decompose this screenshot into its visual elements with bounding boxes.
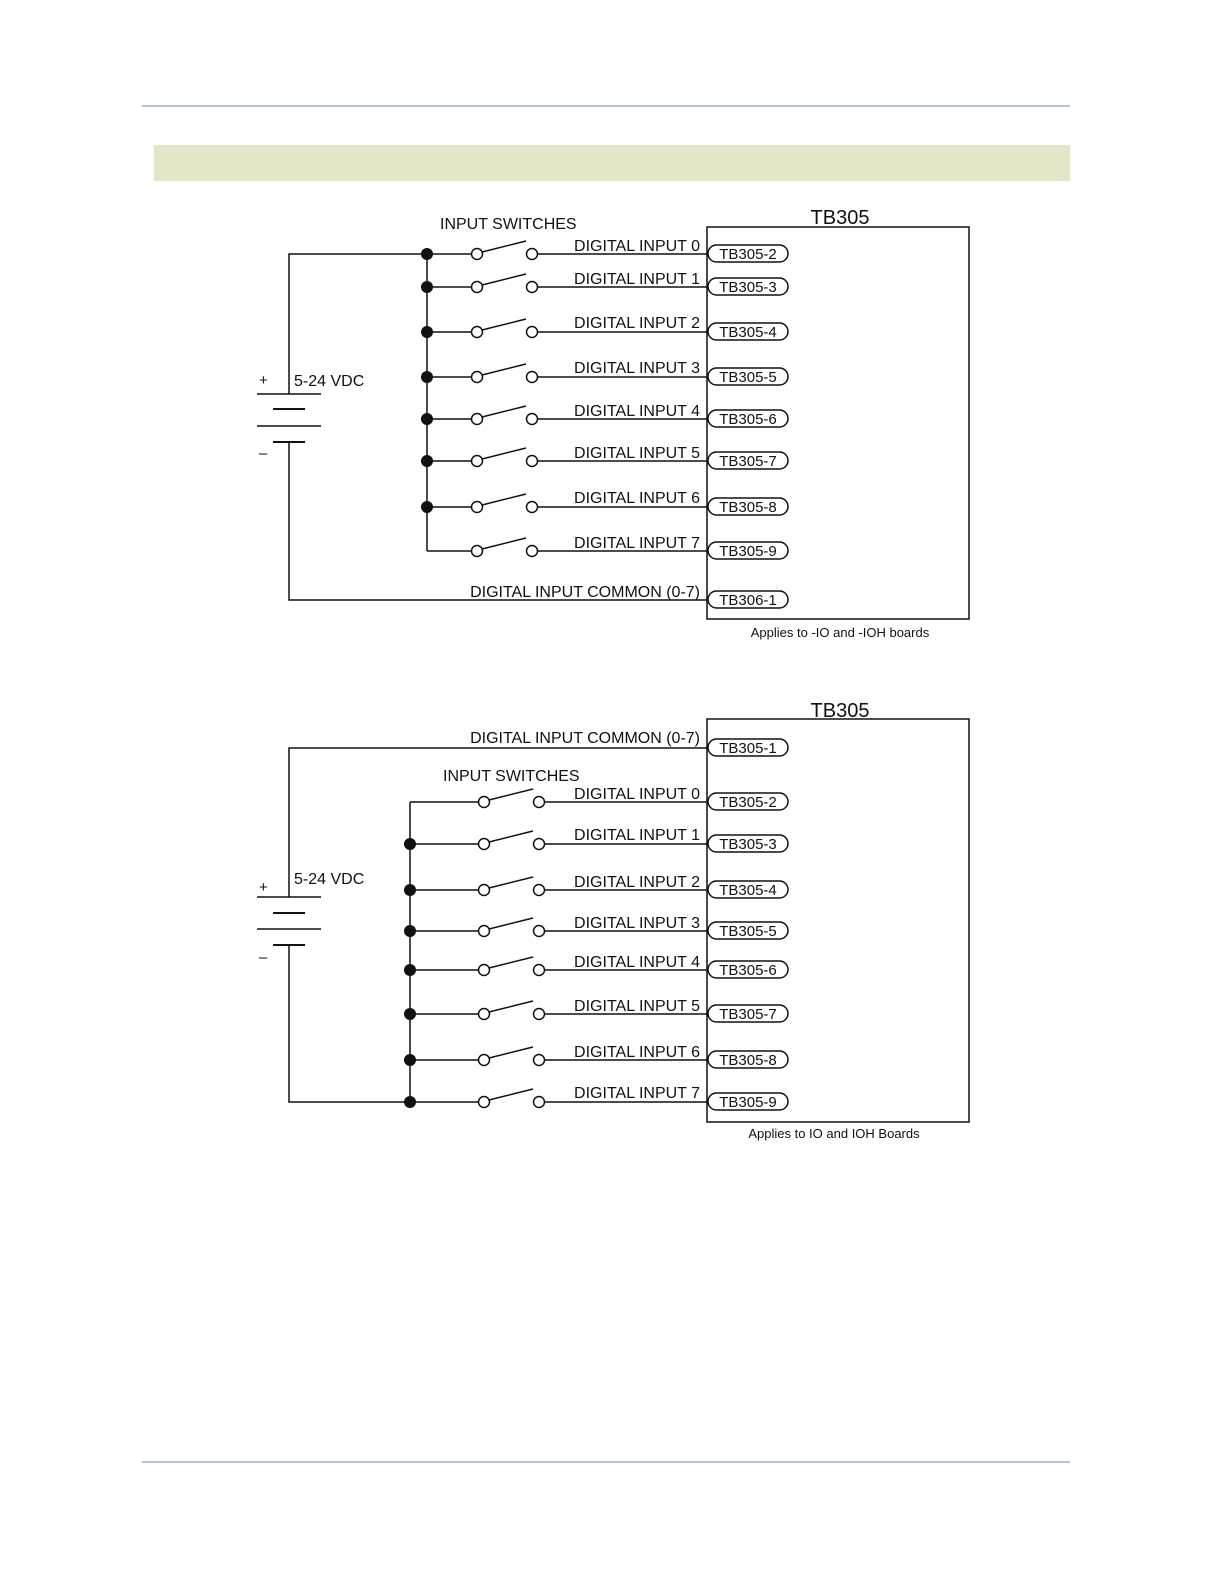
input-label: DIGITAL INPUT 4	[574, 954, 700, 971]
terminal-label: TB305-7	[719, 453, 777, 470]
terminal-label: TB305-5	[719, 923, 777, 940]
input-row-1	[410, 830, 789, 853]
terminal-label: TB305-7	[719, 1006, 777, 1023]
input-row-2	[410, 876, 789, 899]
section-header-band	[154, 145, 1070, 181]
input-switches-label: INPUT SWITCHES	[440, 216, 577, 233]
terminal-block-box	[706, 226, 970, 620]
input-row-6	[427, 493, 789, 516]
input-row-0	[410, 788, 789, 811]
input-label: DIGITAL INPUT 3	[574, 915, 700, 932]
input-label: DIGITAL INPUT 7	[574, 1085, 700, 1102]
input-label: DIGITAL INPUT 5	[574, 445, 700, 462]
input-label: DIGITAL INPUT 5	[574, 998, 700, 1015]
footer-rule	[142, 1461, 1070, 1463]
input-label: DIGITAL INPUT 0	[574, 238, 700, 255]
input-row-2	[427, 318, 789, 341]
applies-to-note: Applies to -IO and -IOH boards	[751, 625, 930, 640]
supply-voltage-label: 5-24 VDC	[294, 871, 364, 888]
input-row-3	[410, 917, 789, 940]
terminal-label: TB305-8	[719, 499, 777, 516]
supply-negative-wire	[288, 945, 410, 1103]
input-row-6	[410, 1046, 789, 1069]
battery-symbol	[257, 896, 321, 946]
wiring-diagram-2: TB305 INPUT SWITCHES 5-24 VDC + – DIGITA…	[257, 700, 970, 1141]
supply-voltage-label: 5-24 VDC	[294, 373, 364, 390]
input-label: DIGITAL INPUT 4	[574, 403, 700, 420]
terminal-label: TB305-9	[719, 543, 777, 560]
terminal-label: TB305-8	[719, 1052, 777, 1069]
common-wire	[288, 747, 707, 897]
input-row-1	[427, 273, 789, 296]
common-wire	[288, 442, 707, 601]
common-label: DIGITAL INPUT COMMON (0-7)	[470, 730, 700, 747]
input-row-4	[427, 405, 789, 428]
input-row-7	[427, 537, 789, 560]
plus-sign: +	[259, 879, 268, 896]
terminal-label: TB305-3	[719, 836, 777, 853]
input-label: DIGITAL INPUT 0	[574, 786, 700, 803]
terminal-label: TB305-6	[719, 962, 777, 979]
input-label: DIGITAL INPUT 2	[574, 874, 700, 891]
input-label: DIGITAL INPUT 6	[574, 490, 700, 507]
input-label: DIGITAL INPUT 2	[574, 315, 700, 332]
terminal-label: TB305-2	[719, 794, 777, 811]
input-label: DIGITAL INPUT 3	[574, 360, 700, 377]
terminal-block-box	[706, 718, 970, 1123]
common-terminal-label: TB306-1	[719, 592, 777, 609]
terminal-label: TB305-3	[719, 279, 777, 296]
terminal-label: TB305-5	[719, 369, 777, 386]
header-rule	[142, 105, 1070, 107]
applies-to-note: Applies to IO and IOH Boards	[748, 1126, 920, 1141]
common-terminal-label: TB305-1	[719, 740, 777, 757]
battery-symbol	[257, 393, 321, 443]
input-label: DIGITAL INPUT 1	[574, 271, 700, 288]
wiring-diagram-1: TB305 INPUT SWITCHES 5-24 VDC + – DIGITA…	[257, 207, 970, 640]
junction-dots	[404, 838, 416, 1108]
terminal-label: TB305-4	[719, 324, 777, 341]
supply-positive-wire	[288, 253, 427, 394]
minus-sign: –	[259, 445, 268, 462]
common-label: DIGITAL INPUT COMMON (0-7)	[470, 584, 700, 601]
terminal-block-title: TB305	[811, 207, 870, 229]
input-label: DIGITAL INPUT 6	[574, 1044, 700, 1061]
input-row-4	[410, 956, 789, 979]
input-row-3	[427, 363, 789, 386]
terminal-label: TB305-9	[719, 1094, 777, 1111]
input-label: DIGITAL INPUT 7	[574, 535, 700, 552]
plus-sign: +	[259, 372, 268, 389]
input-row-5	[427, 447, 789, 470]
input-row-0	[427, 240, 789, 263]
terminal-label: TB305-6	[719, 411, 777, 428]
common-terminal-pill	[707, 738, 789, 757]
common-terminal-pill	[707, 590, 789, 609]
input-label: DIGITAL INPUT 1	[574, 827, 700, 844]
terminal-label: TB305-4	[719, 882, 777, 899]
terminal-label: TB305-2	[719, 246, 777, 263]
terminal-block-title: TB305	[811, 700, 870, 722]
junction-dots	[421, 248, 433, 513]
input-row-7	[410, 1088, 789, 1111]
minus-sign: –	[259, 949, 268, 966]
input-switches-label: INPUT SWITCHES	[443, 768, 580, 785]
input-row-5	[410, 1000, 789, 1023]
